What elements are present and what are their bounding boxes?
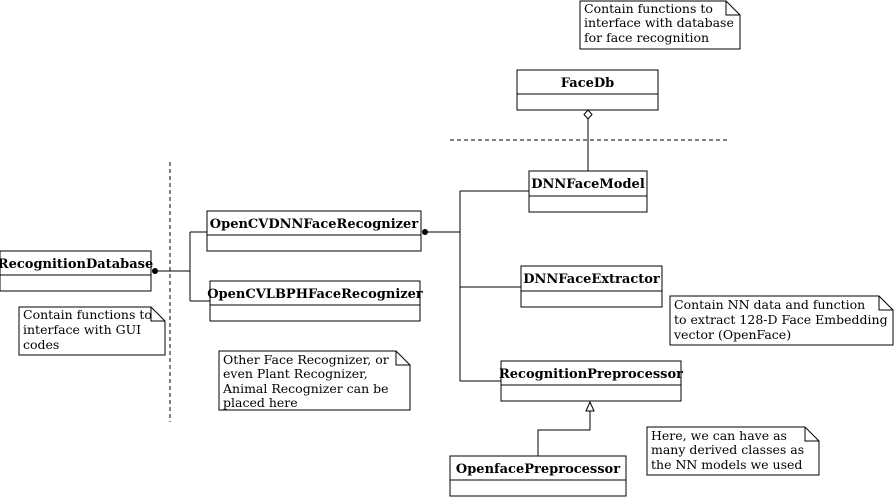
note-text: Contain NN data and function to extract … — [673, 297, 892, 342]
aggregation-diamond-icon — [583, 109, 593, 120]
note-text: Contain functions to interface with GUI … — [23, 307, 156, 352]
connector-dnn-recognizer-components — [422, 190, 529, 382]
note-other-recognizers: Other Face Recognizer, or even Plant Rec… — [218, 350, 411, 411]
class-facedb[interactable]: FaceDb — [516, 69, 659, 111]
class-opencvlbphfacerecognizer[interactable]: OpenCVLBPHFaceRecognizer — [207, 280, 423, 322]
note-text: Other Face Recognizer, or even Plant Rec… — [222, 352, 393, 410]
class-recognitiondatabase[interactable]: RecognitionDatabase — [0, 250, 153, 292]
note-derived-classes: Here, we can have as many derived classe… — [646, 426, 820, 476]
class-name: OpenCVLBPHFaceRecognizer — [207, 287, 423, 302]
note-text: Contain functions to interface with data… — [584, 1, 738, 45]
note-nn-data: Contain NN data and function to extract … — [669, 295, 894, 346]
connector-database-recognizers — [152, 231, 210, 302]
note-gui: Contain functions to interface with GUI … — [18, 306, 166, 356]
class-name: DNNFaceExtractor — [523, 272, 660, 287]
connector-inheritance-preprocessor — [537, 400, 595, 457]
class-openfacepreprocessor[interactable]: OpenfacePreprocessor — [449, 455, 627, 497]
class-name: RecognitionPreprocessor — [499, 367, 683, 382]
connector-facedb-dnnfacemodel — [583, 109, 593, 172]
note-database: Contain functions to interface with data… — [579, 0, 741, 50]
class-name: OpenfacePreprocessor — [456, 462, 620, 477]
inheritance-triangle-icon — [585, 400, 595, 412]
note-text: Here, we can have as many derived classe… — [651, 428, 808, 472]
class-opencvdnnfacerecognizer[interactable]: OpenCVDNNFaceRecognizer — [206, 210, 422, 252]
class-name: DNNFaceModel — [531, 177, 645, 192]
composition-dot-icon — [152, 268, 158, 274]
class-name: FaceDb — [561, 76, 615, 91]
composition-dot-icon — [422, 229, 428, 235]
class-dnnfaceextractor[interactable]: DNNFaceExtractor — [520, 265, 663, 308]
class-dnnfacemodel[interactable]: DNNFaceModel — [528, 170, 648, 213]
class-name: RecognitionDatabase — [0, 257, 153, 272]
class-recognitionpreprocessor[interactable]: RecognitionPreprocessor — [499, 360, 683, 402]
class-name: OpenCVDNNFaceRecognizer — [210, 217, 419, 232]
